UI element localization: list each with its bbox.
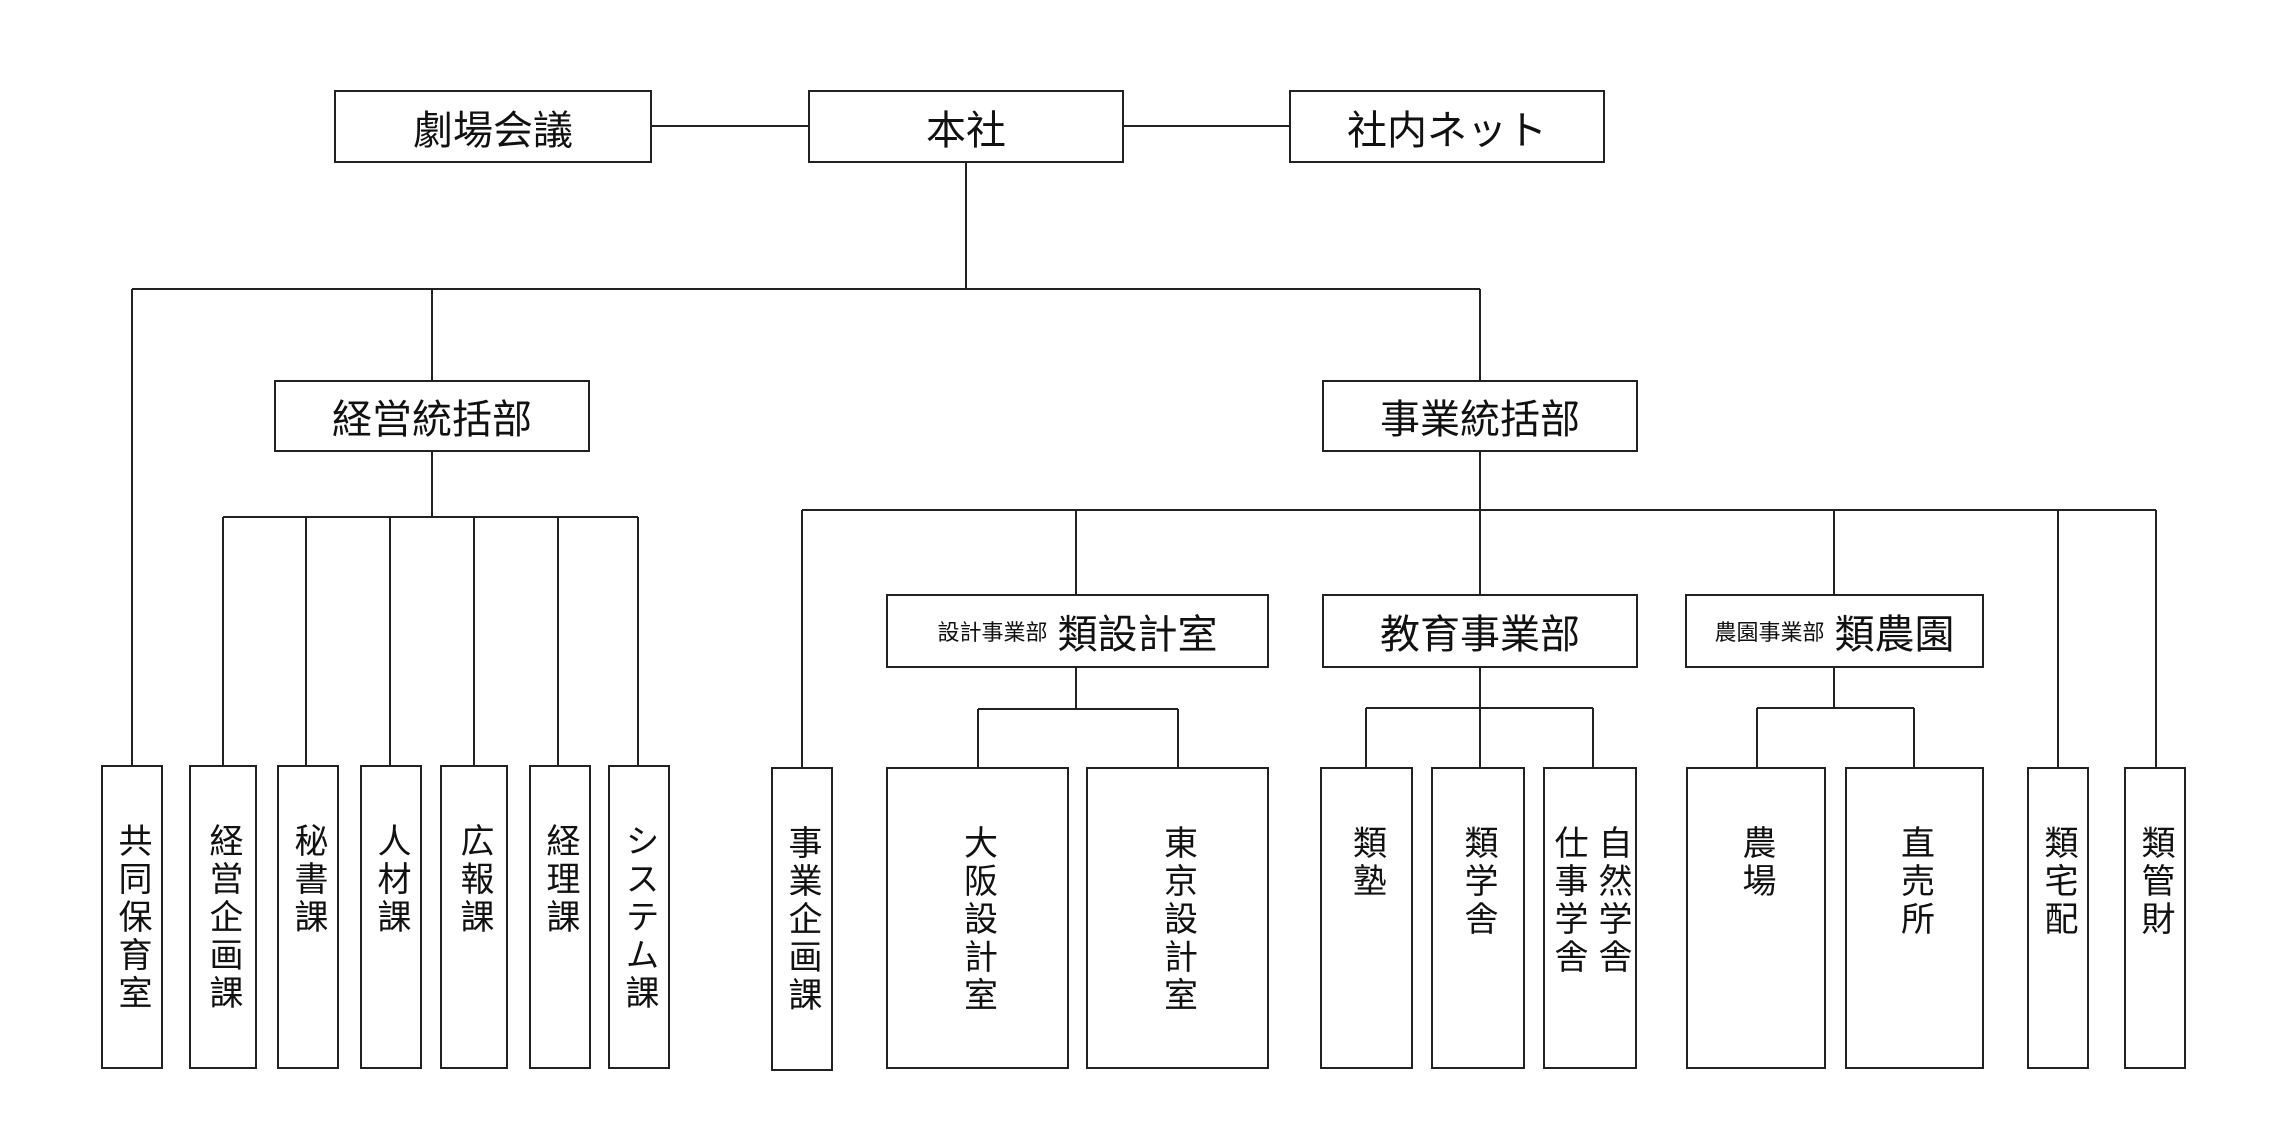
farm-department-name: 類農園 bbox=[1834, 612, 1955, 658]
unit-system: システム課 bbox=[608, 765, 670, 1069]
unit-biz-planning-label: 事業企画課 bbox=[782, 825, 822, 1015]
unit-shizen-label: 自然学舎 bbox=[1592, 825, 1632, 977]
unit-accounting: 経理課 bbox=[529, 765, 591, 1069]
theater-meeting-box: 劇場会議 bbox=[334, 90, 652, 163]
unit-juku-label: 類塾 bbox=[1346, 825, 1387, 901]
head-office-label: 本社 bbox=[926, 107, 1006, 154]
intranet-label: 社内ネット bbox=[1347, 107, 1547, 154]
education-department-box: 教育事業部 bbox=[1322, 594, 1638, 668]
unit-nursery: 共同保育室 bbox=[101, 765, 163, 1069]
unit-osaka-label: 大阪設計室 bbox=[957, 825, 998, 1015]
intranet-box: 社内ネット bbox=[1289, 90, 1605, 163]
farm-department-box: 農園事業部 類農園 bbox=[1685, 594, 1984, 668]
unit-gakusha: 類学舎 bbox=[1431, 767, 1525, 1069]
unit-nursery-label: 共同保育室 bbox=[112, 823, 152, 1013]
unit-farm-site: 農場 bbox=[1686, 767, 1826, 1069]
business-division-box: 事業統括部 bbox=[1322, 380, 1638, 452]
business-division-label: 事業統括部 bbox=[1380, 397, 1580, 443]
unit-hr: 人材課 bbox=[360, 765, 422, 1069]
education-department-label: 教育事業部 bbox=[1380, 612, 1580, 658]
management-division-label: 経営統括部 bbox=[332, 397, 532, 443]
management-division-box: 経営統括部 bbox=[274, 380, 590, 452]
unit-mgmt-planning-label: 経営企画課 bbox=[203, 823, 243, 1013]
design-department-box: 設計事業部 類設計室 bbox=[886, 594, 1269, 668]
unit-tokyo: 東京設計室 bbox=[1086, 767, 1269, 1069]
unit-accounting-label: 経理課 bbox=[540, 823, 580, 937]
unit-pr-label: 広報課 bbox=[454, 823, 494, 937]
unit-property-label: 類管財 bbox=[2135, 825, 2175, 939]
unit-mgmt-planning: 経営企画課 bbox=[189, 765, 257, 1069]
unit-delivery: 類宅配 bbox=[2027, 767, 2089, 1069]
unit-farm-site-label: 農場 bbox=[1736, 825, 1776, 901]
unit-juku: 類塾 bbox=[1320, 767, 1413, 1069]
unit-secretary-label: 秘書課 bbox=[288, 823, 328, 937]
theater-meeting-label: 劇場会議 bbox=[413, 107, 573, 154]
unit-system-label: システム課 bbox=[619, 823, 659, 1013]
head-office-box: 本社 bbox=[808, 90, 1124, 163]
unit-delivery-label: 類宅配 bbox=[2038, 825, 2078, 939]
unit-tokyo-label: 東京設計室 bbox=[1157, 825, 1198, 1015]
unit-secretary: 秘書課 bbox=[277, 765, 339, 1069]
unit-gakusha-label: 類学舎 bbox=[1458, 825, 1498, 939]
unit-shigoto-label: 仕事学舎 bbox=[1548, 825, 1588, 977]
unit-pr: 広報課 bbox=[440, 765, 508, 1069]
unit-osaka: 大阪設計室 bbox=[886, 767, 1069, 1069]
unit-biz-planning: 事業企画課 bbox=[771, 767, 833, 1071]
unit-direct-sales: 直売所 bbox=[1845, 767, 1984, 1069]
unit-property: 類管財 bbox=[2124, 767, 2186, 1069]
farm-department-prefix: 農園事業部 bbox=[1714, 621, 1825, 646]
unit-hr-label: 人材課 bbox=[371, 823, 411, 937]
design-department-prefix: 設計事業部 bbox=[937, 621, 1048, 646]
unit-shigoto-shizen: 仕事学舎 自然学舎 bbox=[1543, 767, 1637, 1069]
unit-direct-sales-label: 直売所 bbox=[1894, 825, 1935, 939]
design-department-name: 類設計室 bbox=[1057, 612, 1218, 658]
